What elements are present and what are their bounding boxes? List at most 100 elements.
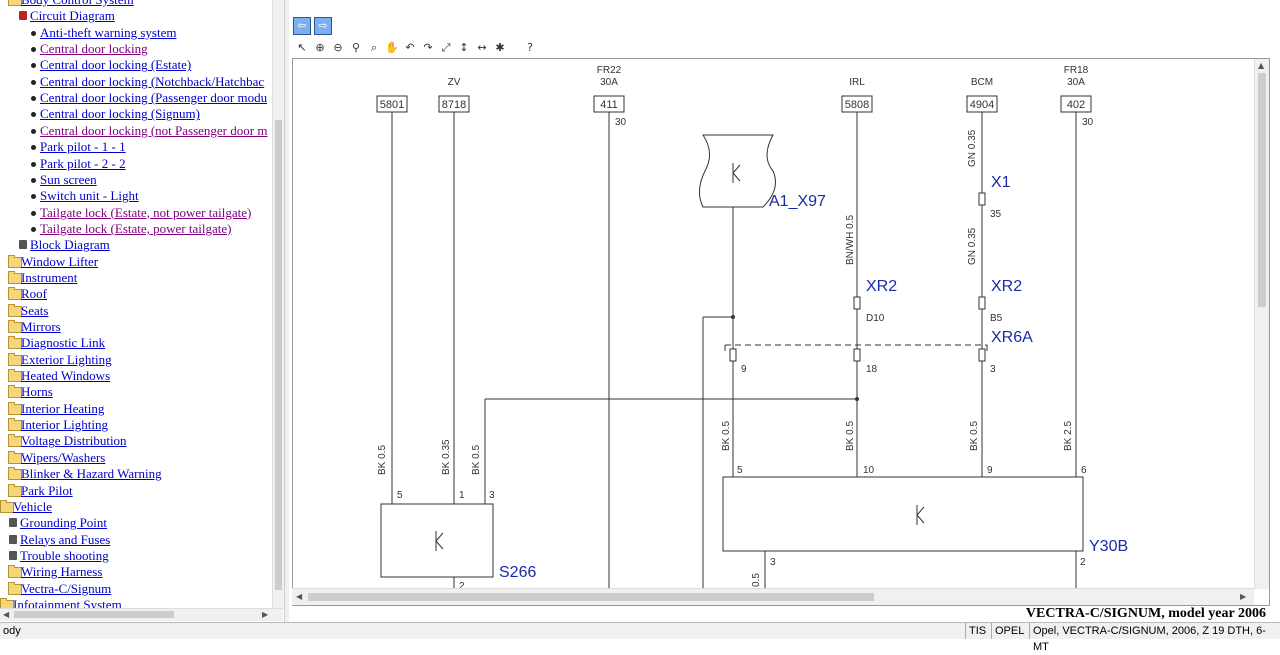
tree-item-link[interactable]: Tailgate lock (Estate, power tailgate)	[40, 220, 232, 236]
diagram-vertical-scrollbar[interactable]: ▲	[1254, 59, 1269, 589]
fit-height-icon[interactable]: ↕	[459, 41, 469, 54]
pin-label: 2	[1080, 557, 1086, 568]
bullet-icon	[31, 128, 36, 134]
tree-item-link[interactable]: Interior Lighting	[21, 417, 109, 433]
pin-label: 9	[741, 364, 747, 375]
tree-item-link[interactable]: Central door locking (Passenger door mod…	[40, 90, 268, 106]
rotate-right-icon[interactable]: ↷	[423, 41, 433, 54]
component-label: S266	[499, 564, 536, 581]
tree-item-link[interactable]: Horns	[21, 384, 53, 400]
diagram-hscroll-thumb[interactable]	[308, 593, 874, 601]
rotate-left-icon[interactable]: ↶	[405, 41, 415, 54]
tree-item-link[interactable]: Heated Windows	[21, 368, 111, 384]
pin-label: B5	[990, 313, 1003, 324]
scroll-up-arrow-icon[interactable]: ▲	[1258, 61, 1265, 70]
tree-item-link[interactable]: Central door locking (Estate)	[40, 57, 192, 73]
junction-dot	[855, 397, 859, 401]
tree-item-link[interactable]: Vectra-C/Signum	[21, 580, 112, 596]
tree-hscroll-thumb[interactable]	[14, 611, 174, 618]
tree-item-link[interactable]: Instrument	[21, 269, 78, 285]
tree-vscroll-thumb[interactable]	[275, 120, 282, 590]
pin-label: D10	[866, 313, 885, 324]
tree-item-link[interactable]: Exterior Lighting	[21, 351, 112, 367]
book-icon	[9, 518, 17, 528]
forward-arrow-icon[interactable]: ⇨	[314, 17, 332, 35]
wire-label: BK 0.35	[441, 439, 452, 475]
zoom-in-icon[interactable]: ⊕	[315, 41, 325, 54]
tree-item-link[interactable]: Window Lifter	[21, 253, 99, 269]
tree-item-link[interactable]: Mirrors	[21, 319, 61, 334]
open-book-icon	[19, 11, 27, 21]
pin-label: 10	[863, 465, 875, 476]
fit-width-icon[interactable]: ↔	[477, 41, 487, 54]
folder-icon	[8, 483, 22, 497]
tree-item-link[interactable]: Seats	[21, 302, 49, 318]
zoom-icon[interactable]: ⚲	[351, 41, 361, 54]
scroll-left-arrow-icon[interactable]: ◀	[3, 610, 10, 619]
pan-hand-icon[interactable]: ✋	[385, 41, 399, 54]
tree-item-link[interactable]: Voltage Distribution	[21, 433, 127, 449]
tree-item-link[interactable]: Vehicle	[13, 498, 52, 514]
tree-vertical-scrollbar[interactable]	[272, 0, 284, 608]
tree-item-link[interactable]: Roof	[21, 286, 47, 302]
pin-label: 30	[1082, 117, 1094, 128]
tree-item-link[interactable]: Circuit Diagram	[30, 8, 115, 24]
zoom-out-icon[interactable]: ⊖	[333, 41, 343, 54]
connector-pin-xr6a	[729, 348, 737, 362]
pin-label: 5	[397, 490, 403, 501]
folder-icon	[8, 385, 22, 399]
tree-item-link[interactable]: Park pilot - 1 - 1	[40, 139, 126, 155]
highlight-icon[interactable]: ✱	[495, 41, 505, 54]
scroll-left-arrow-icon[interactable]: ◀	[296, 592, 303, 601]
tree-item-link[interactable]: Blinker & Hazard Warning	[21, 466, 162, 482]
connector-label: BCM	[971, 77, 993, 88]
transistor-symbol	[435, 531, 444, 551]
help-icon[interactable]: ?	[527, 41, 533, 54]
folder-icon	[8, 467, 22, 481]
component-label: XR6A	[991, 329, 1033, 346]
tree-item-link[interactable]: Wipers/Washers	[21, 449, 106, 465]
pin-label: 6	[1081, 465, 1087, 476]
tree-item-link[interactable]: Diagnostic Link	[21, 335, 106, 351]
tree-item-link[interactable]: Switch unit - Light	[40, 188, 139, 204]
fit-all-icon[interactable]: ⤢	[441, 41, 451, 54]
tree-horizontal-scrollbar[interactable]: ◀ ▶	[0, 608, 283, 621]
tree-item-link[interactable]: Tailgate lock (Estate, not power tailgat…	[40, 204, 252, 220]
tree-item-link[interactable]: Anti-theft warning system	[40, 24, 177, 40]
tree-item-link[interactable]: Trouble shooting	[20, 547, 109, 563]
tree-item-link[interactable]: Central door locking (Signum)	[40, 106, 200, 122]
tree-item-link[interactable]: Central door locking	[40, 41, 148, 57]
folder-icon	[8, 0, 22, 6]
diagram-vscroll-thumb[interactable]	[1258, 73, 1266, 307]
tree-item-link[interactable]: Sun screen	[40, 171, 97, 187]
tree-item-link[interactable]: Interior Heating	[21, 400, 105, 416]
tree-item-link[interactable]: Relays and Fuses	[20, 531, 111, 547]
tree-item-link[interactable]: Infotainment System	[13, 596, 122, 608]
pane-splitter[interactable]	[284, 0, 289, 622]
bullet-icon	[31, 63, 36, 69]
tree-item-link[interactable]: Body Control System	[21, 0, 134, 8]
bullet-icon	[31, 47, 36, 53]
diagram-horizontal-scrollbar[interactable]: ◀ ▶	[292, 588, 1254, 605]
tree-item-link[interactable]: Central door locking (Notchback/Hatchbac	[40, 73, 265, 89]
wire-label: BK 2.5	[1063, 421, 1074, 451]
zoom-window-icon[interactable]: ⌕	[370, 41, 378, 54]
pin-label: 3	[489, 490, 495, 501]
folder-icon	[8, 581, 22, 595]
component-label: XR2	[866, 278, 897, 295]
tree-item-link[interactable]: Wiring Harness	[21, 564, 103, 580]
bullet-icon	[31, 226, 36, 232]
folder-icon	[0, 499, 14, 513]
scroll-right-arrow-icon[interactable]: ▶	[262, 610, 269, 619]
tree-item-link[interactable]: Park pilot - 2 - 2	[40, 155, 126, 171]
select-pointer-icon[interactable]: ↖	[297, 41, 307, 54]
tree-item-link[interactable]: Block Diagram	[30, 237, 110, 253]
transistor-symbol	[732, 163, 741, 183]
back-arrow-icon[interactable]: ⇦	[293, 17, 311, 35]
tree-item-link[interactable]: Park Pilot	[21, 482, 73, 498]
tree-item-link[interactable]: Central door locking (not Passenger door…	[40, 122, 268, 138]
connector-code: 8718	[442, 99, 466, 111]
scroll-right-arrow-icon[interactable]: ▶	[1240, 592, 1247, 601]
tree-item-link[interactable]: Grounding Point	[20, 515, 108, 531]
